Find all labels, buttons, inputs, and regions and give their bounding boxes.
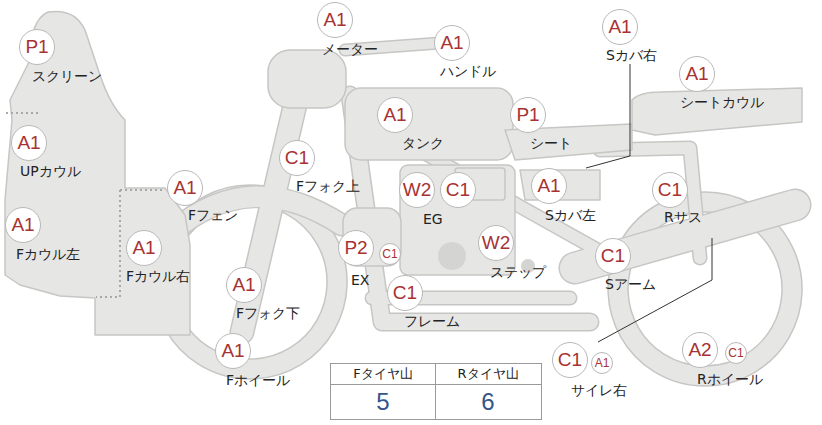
callout-number: A1: [215, 333, 251, 369]
part-label: Sアーム: [605, 275, 656, 293]
table-value: 5: [331, 387, 435, 417]
callout-number: W2: [478, 225, 514, 261]
callout-number: C1: [595, 238, 631, 274]
callout-number: C1: [552, 342, 588, 378]
part-label: ハンドル: [440, 62, 496, 80]
part-label: サイレ右: [571, 381, 627, 399]
table-header: Rタイヤ山: [436, 364, 540, 384]
callout-number: A1: [5, 207, 41, 243]
part-label: Fフォク上: [296, 177, 360, 195]
part-label: Fフェン: [188, 206, 238, 224]
table-value: 6: [436, 387, 540, 417]
callout-number: A1: [377, 97, 413, 133]
callout-number: A1: [602, 9, 638, 45]
callout-number: A1: [226, 267, 262, 303]
callout-number: P2: [338, 230, 374, 266]
callout-number: P1: [510, 97, 546, 133]
part-label: Fホイール: [226, 371, 290, 389]
part-label: シートカウル: [680, 93, 764, 111]
callout-number: C1: [725, 342, 747, 364]
callout-number: A1: [167, 170, 203, 206]
part-label: Fカウル右: [126, 267, 190, 285]
part-label: シート: [530, 134, 572, 152]
part-label: メーター: [322, 40, 378, 58]
part-label: Fカウル左: [16, 245, 80, 263]
callout-number: A1: [679, 56, 715, 92]
callout-number: A1: [434, 25, 470, 61]
callout-number: A1: [591, 352, 613, 374]
callout-number: A1: [531, 168, 567, 204]
callout-number: C1: [279, 140, 315, 176]
callout-number: P1: [19, 29, 55, 65]
callout-number: A1: [126, 230, 162, 266]
part-label: Fフォク下: [236, 304, 300, 322]
callout-number: A1: [11, 125, 47, 161]
part-label: ステップ: [490, 263, 546, 281]
callout-number: C1: [387, 275, 423, 311]
callout-number: W2: [399, 172, 435, 208]
part-label: Sカバ左: [545, 206, 596, 224]
part-label: EG: [423, 210, 443, 228]
part-label: UPカウル: [20, 162, 81, 180]
part-label: タンク: [402, 134, 444, 152]
part-label: Sカバ右: [606, 46, 657, 64]
callout-number: C1: [379, 243, 401, 265]
callout-number: C1: [440, 172, 476, 208]
callout-number: A1: [317, 2, 353, 38]
callout-number: A2: [682, 332, 718, 368]
callout-number: C1: [652, 172, 688, 208]
part-label: Rホイール: [697, 370, 763, 388]
part-label: EX: [351, 271, 369, 289]
part-label: フレーム: [404, 312, 460, 330]
part-label: Rサス: [664, 208, 702, 226]
part-label: スクリーン: [32, 67, 102, 85]
table-header: Fタイヤ山: [331, 364, 435, 384]
